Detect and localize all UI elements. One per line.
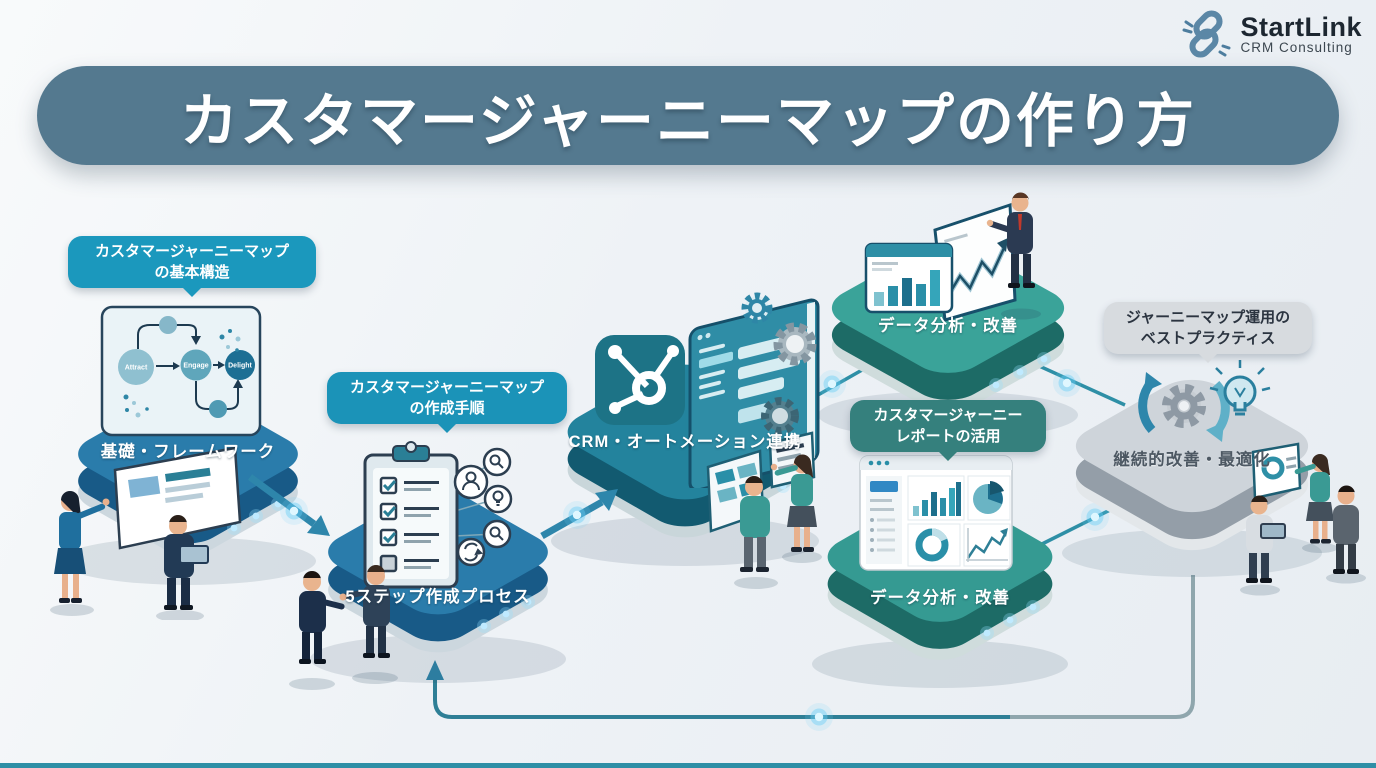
person-woman <box>50 491 110 616</box>
gear-icon <box>741 292 773 324</box>
person-man-suit <box>1326 485 1366 584</box>
person-man-laptop <box>1240 495 1286 596</box>
line-chart-icon <box>963 523 1011 567</box>
hubspot-sprocket-icon <box>595 335 685 425</box>
lightbulb-icon <box>1209 360 1271 416</box>
cycle-gear-icon <box>1138 372 1230 442</box>
person-businessman <box>339 565 398 684</box>
callout-line2: の作成手順 <box>409 400 485 417</box>
callout-line1: ジャーニーマップ運用の <box>1125 309 1291 326</box>
connector-feedback-gray <box>1000 575 1195 719</box>
person-businessman <box>289 571 345 690</box>
people-group-right <box>1240 442 1366 596</box>
callout-line1: カスタマージャーニーマップ <box>95 243 289 260</box>
platform-label-step3: CRM・オートメーション連携 <box>568 433 802 451</box>
chain-link-icon <box>1182 10 1231 58</box>
people-group-left <box>50 446 242 620</box>
platform-label-step2: 5ステップ作成プロセス <box>345 588 531 606</box>
idea-icon <box>483 484 513 514</box>
pie-chart-icon <box>967 475 1011 521</box>
improvement-cycle-illustration <box>1138 360 1271 442</box>
callout-step6: ジャーニーマップ運用の ベストプラクティス <box>1104 302 1312 363</box>
search-icon <box>482 519 512 549</box>
platform-glow-dots <box>980 600 1040 640</box>
platform-label-step4: データ分析・改善 <box>878 317 1018 335</box>
flywheel-diagram: Attract Engage Delight <box>100 305 262 437</box>
dashboard-window-icon <box>859 455 1013 571</box>
gear-icon <box>773 322 817 366</box>
logo-name: StartLink <box>1240 11 1362 42</box>
stage-engage <box>180 349 212 381</box>
person-man-sweater <box>734 476 778 589</box>
callout-line2: レポートの活用 <box>895 428 1001 445</box>
svg-text:Delight: Delight <box>228 363 252 370</box>
platform-glow-dots <box>989 352 1051 392</box>
search-icon <box>482 447 512 477</box>
platform-glow-dots <box>477 595 535 633</box>
platform-label-step5: データ分析・改善 <box>870 589 1010 607</box>
analysis-charts-illustration <box>864 202 1017 322</box>
people-group-handshake <box>289 565 398 690</box>
people-group-crm <box>706 431 822 589</box>
connector-feedback-teal <box>433 678 1010 719</box>
platform-step6 <box>1062 379 1322 577</box>
sidebar <box>866 476 902 564</box>
bar-chart-icon <box>864 242 954 314</box>
platform-label-step6: 継続的改善・最適化 <box>1113 451 1271 469</box>
callout-step2: カスタマージャーニーマップ の作成手順 <box>327 372 567 433</box>
title-banner: カスタマージャーニーマップの作り方 <box>37 66 1339 165</box>
callout-line1: カスタマージャーニー <box>873 407 1023 424</box>
svg-text:Engage: Engage <box>183 363 208 370</box>
bar-chart-icon <box>907 475 965 521</box>
callout-line2: ベストプラクティス <box>1140 330 1276 347</box>
stage-attract <box>118 349 154 385</box>
logo-subtitle: CRM Consulting <box>1240 40 1353 56</box>
checklist-clipboard-icon <box>363 441 513 589</box>
bottom-accent-strip <box>0 763 1376 768</box>
callout-line1: カスタマージャーニーマップ <box>350 379 544 396</box>
callout-step5: カスタマージャーニー レポートの活用 <box>850 400 1046 461</box>
person-woman-pointing <box>770 454 822 563</box>
brand-logo: StartLink CRM Consulting <box>1180 8 1362 60</box>
svg-text:Attract: Attract <box>125 365 148 372</box>
wall-screen <box>1251 442 1302 500</box>
feedback-arrowhead <box>426 660 444 680</box>
dot-decoration <box>123 329 241 418</box>
callout-step1: カスタマージャーニーマップ の基本構造 <box>68 236 316 297</box>
donut-chart-icon <box>907 523 961 567</box>
person-presenter <box>986 192 1041 320</box>
stage-delight <box>225 350 255 380</box>
gear-icon <box>761 397 799 435</box>
platform-label-step1: 基礎・フレームワーク <box>100 443 276 461</box>
callout-line2: の基本構造 <box>154 264 230 281</box>
person-man-laptop <box>156 515 209 620</box>
page-title: カスタマージャーニーマップの作り方 <box>180 88 1196 154</box>
person-woman-pointing <box>1294 454 1338 553</box>
